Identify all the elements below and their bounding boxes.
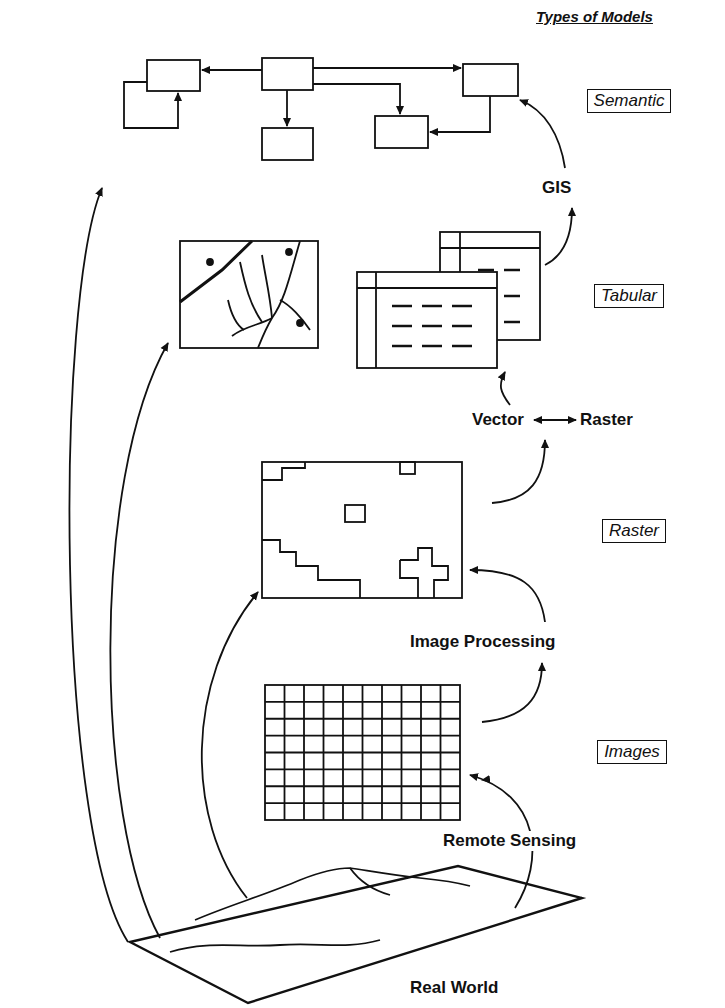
model-type-label: Semantic bbox=[594, 91, 665, 111]
model-type-box: Semantic bbox=[587, 89, 672, 113]
model-type-label: Raster bbox=[609, 521, 659, 541]
process-label: Vector bbox=[470, 410, 526, 430]
model-type-box: Raster bbox=[602, 519, 666, 543]
model-type-label: Images bbox=[604, 742, 660, 762]
process-label: Image Processing bbox=[408, 632, 558, 652]
process-label: Raster bbox=[578, 410, 635, 430]
model-type-box: Tabular bbox=[594, 284, 664, 308]
model-type-label: Tabular bbox=[601, 286, 657, 306]
process-label: GIS bbox=[540, 178, 573, 198]
model-type-box: Images bbox=[597, 740, 667, 764]
process-label: Remote Sensing bbox=[441, 831, 578, 851]
diagram-title: Types of Models bbox=[536, 8, 653, 25]
process-label: Real World bbox=[408, 978, 500, 998]
